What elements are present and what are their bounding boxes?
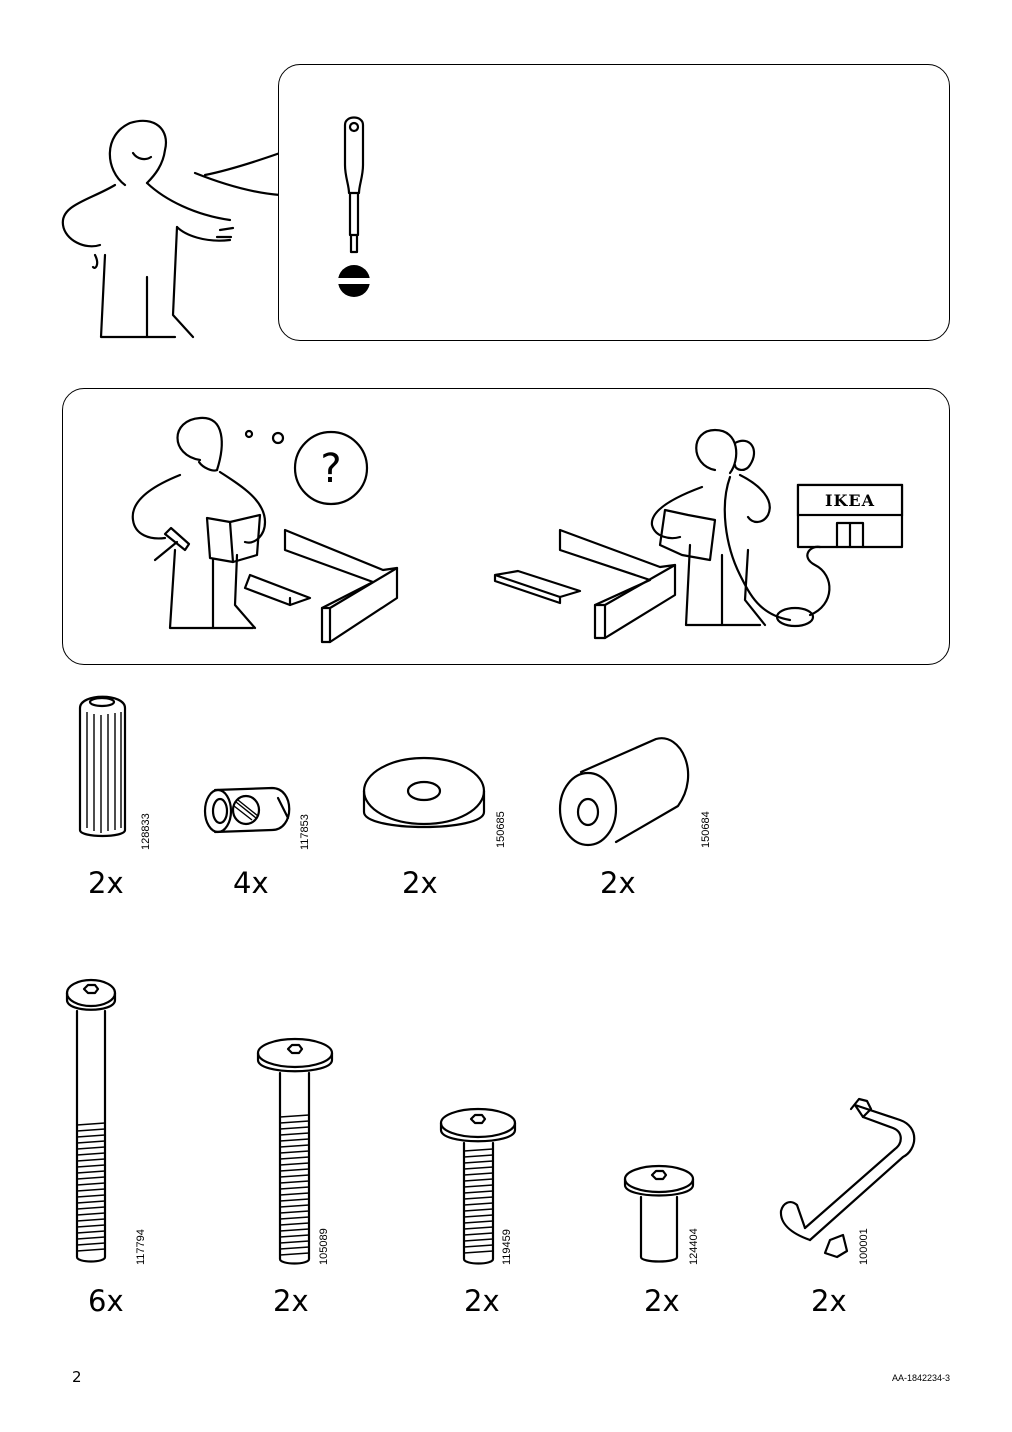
- short-bolt-icon: [439, 1107, 517, 1265]
- part-code-105089: 105089: [318, 1228, 330, 1265]
- document-id: AA-1842234-3: [891, 1373, 950, 1383]
- qty-128833: 2x: [88, 866, 124, 900]
- flathead-screwdriver-icon: [336, 116, 372, 297]
- part-code-150685: 150685: [495, 811, 507, 848]
- help-panel: [62, 388, 950, 665]
- part-code-100001: 100001: [858, 1228, 870, 1265]
- calling-man-icon: IKEA: [493, 428, 904, 640]
- qty-150684: 2x: [600, 866, 636, 900]
- qty-105089: 2x: [273, 1284, 309, 1318]
- medium-bolt-icon: [256, 1037, 334, 1265]
- washer-disc-icon: [362, 756, 486, 829]
- allen-key-icon: [779, 1097, 916, 1259]
- qty-124404: 2x: [644, 1284, 680, 1318]
- store-sign: IKEA: [825, 491, 875, 510]
- spacer-sleeve-icon: [558, 737, 690, 847]
- part-code-119459: 119459: [501, 1229, 513, 1265]
- qty-119459: 2x: [464, 1284, 500, 1318]
- confused-man-icon: ?: [131, 416, 399, 644]
- qty-100001: 2x: [811, 1284, 847, 1318]
- wooden-dowel-icon: [78, 695, 127, 838]
- part-code-117794: 117794: [135, 1229, 147, 1265]
- question-mark: ?: [320, 446, 341, 492]
- qty-117853: 4x: [233, 866, 269, 900]
- tools-panel: [278, 64, 950, 341]
- part-code-124404: 124404: [688, 1228, 700, 1265]
- barrel-nut-icon: [203, 786, 291, 834]
- part-code-117853: 117853: [299, 814, 311, 850]
- part-code-150684: 150684: [700, 811, 712, 848]
- qty-117794: 6x: [88, 1284, 124, 1318]
- part-code-128833: 128833: [140, 813, 152, 850]
- pointing-man-icon: [61, 119, 282, 339]
- qty-150685: 2x: [402, 866, 438, 900]
- page-number: 2: [72, 1368, 82, 1386]
- cap-nut-icon: [623, 1164, 695, 1263]
- long-bolt-icon: [65, 978, 117, 1263]
